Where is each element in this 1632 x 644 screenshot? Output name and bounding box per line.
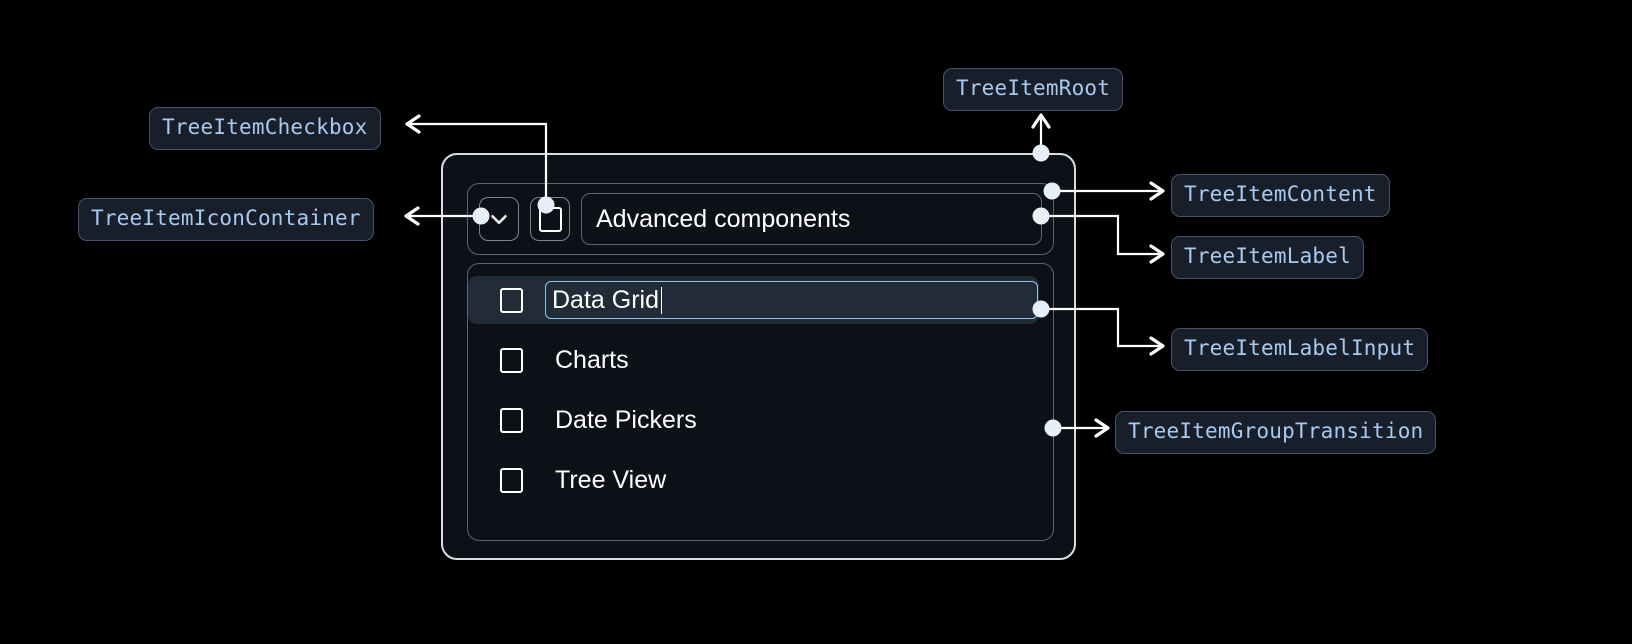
annotation-chip-tree-item-root: TreeItemRoot (943, 68, 1124, 111)
annotation-chip-tree-item-content: TreeItemContent (1171, 174, 1390, 217)
annotation-chip-tree-item-label-input: TreeItemLabelInput (1171, 328, 1429, 371)
tree-item-label[interactable]: Advanced components (581, 193, 1042, 245)
tree-item-checkbox-data-grid[interactable] (500, 287, 523, 313)
tree-item-content[interactable]: Advanced components (467, 183, 1054, 255)
annotation-chip-tree-item-icon-container: TreeItemIconContainer (78, 198, 374, 241)
annotation-chip-tree-item-checkbox: TreeItemCheckbox (149, 107, 381, 150)
tree-item-row-tree-view[interactable]: Tree View (468, 456, 1053, 504)
chevron-down-icon (491, 214, 507, 225)
tree-item-checkbox-charts[interactable] (500, 347, 523, 373)
annotation-chip-tree-item-group-transition: TreeItemGroupTransition (1115, 411, 1437, 454)
tree-item-row-charts[interactable]: Charts (468, 336, 1053, 384)
tree-item-checkbox-date-pickers[interactable] (500, 407, 523, 433)
arrowhead-tree-item-label (1149, 244, 1165, 264)
arrowhead-tree-item-content (1149, 181, 1165, 201)
tree-item-row-date-pickers[interactable]: Date Pickers (468, 396, 1053, 444)
checkbox-square-icon (538, 206, 562, 232)
arrowhead-tree-item-root (1031, 113, 1051, 129)
arrowhead-tree-item-checkbox (405, 114, 421, 134)
annotation-label: TreeItemRoot (956, 76, 1111, 100)
arrowhead-tree-item-group-transition (1094, 418, 1110, 438)
tree-item-icon-container[interactable] (479, 197, 519, 241)
tree-item-label-input-value: Data Grid (552, 285, 659, 314)
annotation-label: TreeItemContent (1184, 182, 1377, 206)
annotation-label: TreeItemLabelInput (1184, 336, 1416, 360)
annotation-label: TreeItemCheckbox (162, 115, 368, 139)
tree-item-root[interactable]: Advanced components Data Grid Charts Dat… (441, 153, 1076, 560)
annotation-chip-tree-item-label: TreeItemLabel (1171, 236, 1364, 279)
annotation-label: TreeItemGroupTransition (1128, 419, 1424, 443)
tree-item-label-tree-view: Tree View (555, 465, 667, 494)
tree-item-label-input[interactable]: Data Grid (545, 281, 1038, 319)
tree-item-checkbox[interactable] (530, 197, 570, 241)
arrowhead-tree-item-icon-container (404, 206, 420, 226)
tree-item-label-text: Advanced components (596, 204, 851, 233)
tree-item-label-date-pickers: Date Pickers (555, 405, 697, 434)
arrowhead-tree-item-label-input (1149, 336, 1165, 356)
tree-item-checkbox-tree-view[interactable] (500, 467, 523, 493)
annotation-label: TreeItemIconContainer (91, 206, 361, 230)
annotation-label: TreeItemLabel (1184, 244, 1351, 268)
tree-item-group-transition: Data Grid Charts Date Pickers Tree View (467, 263, 1054, 541)
tree-item-label-charts: Charts (555, 345, 629, 374)
tree-item-row-data-grid[interactable]: Data Grid (468, 276, 1039, 324)
text-caret (660, 286, 663, 314)
